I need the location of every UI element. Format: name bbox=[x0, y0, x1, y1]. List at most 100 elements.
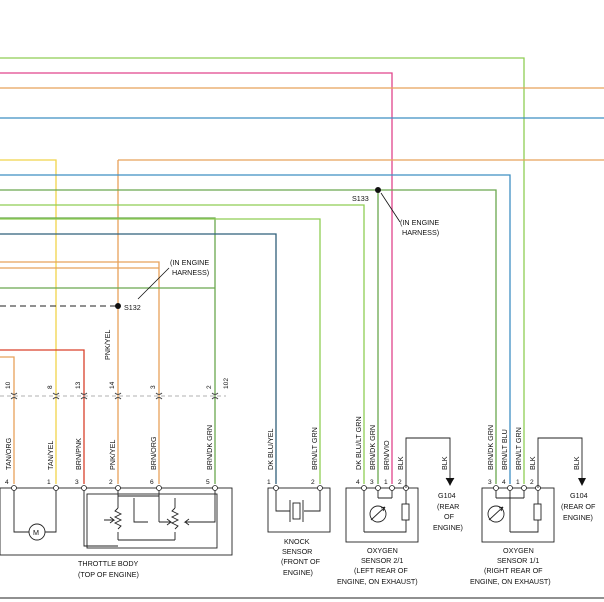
o2-21-location-1: (LEFT REAR OF bbox=[354, 566, 408, 575]
harness-note-2a: (IN ENGINE bbox=[400, 218, 439, 227]
o2-21-name-1: OXYGEN bbox=[367, 546, 398, 555]
ground-1-loc-1: (REAR bbox=[437, 502, 459, 511]
throttle-pin-4: 4 bbox=[5, 479, 9, 486]
ground-1-wire-blk: BLK bbox=[440, 456, 449, 470]
o2-21-wire-dk-blu-lt-grn: DK BLU/LT GRN bbox=[354, 416, 363, 470]
wire-pink bbox=[0, 72, 393, 484]
o2-21-pin-1: 1 bbox=[384, 479, 388, 486]
pin-13: 13 bbox=[75, 381, 82, 389]
harness-note-2b: HARNESS) bbox=[402, 228, 439, 237]
harness-note-1b: HARNESS) bbox=[172, 268, 209, 277]
throttle-wire-pnk-yel: PNK/YEL bbox=[108, 440, 117, 470]
harness-leader-1 bbox=[137, 267, 170, 300]
wire-yellow bbox=[0, 159, 57, 484]
oxygen-sensor-21-component bbox=[345, 437, 455, 543]
oxygen-sensor-11-component bbox=[481, 437, 586, 543]
wires bbox=[0, 57, 604, 484]
pin-14: 14 bbox=[109, 381, 116, 389]
o2-11-wire-brn-dk-grn: BRN/DK GRN bbox=[486, 425, 495, 470]
o2-11-name-2: SENSOR 1/1 bbox=[497, 556, 539, 565]
throttle-pin-2: 2 bbox=[109, 479, 113, 486]
o2-heater-21-icon bbox=[401, 503, 410, 521]
throttle-body-name: THROTTLE BODY bbox=[78, 559, 139, 568]
pin-2: 2 bbox=[206, 385, 213, 389]
wire-lt-grn-top bbox=[0, 57, 525, 484]
throttle-body-location: (TOP OF ENGINE) bbox=[78, 570, 139, 579]
pin-3: 3 bbox=[150, 385, 157, 389]
potentiometer-1-icon bbox=[113, 507, 123, 530]
o2-21-wire-brn-dk-grn: BRN/DK GRN bbox=[368, 425, 377, 470]
harness-leader-2 bbox=[380, 192, 401, 223]
o2-11-wire-blk: BLK bbox=[528, 456, 537, 470]
wire-lt-grn-knock bbox=[0, 218, 321, 484]
o2-11-pin-1: 1 bbox=[516, 479, 520, 486]
wire-dk-blu bbox=[0, 233, 277, 484]
throttle-wire-tan-yel: TAN/YEL bbox=[46, 441, 55, 470]
o2-sensor-11-element-icon bbox=[487, 505, 505, 523]
o2-11-name-1: OXYGEN bbox=[503, 546, 534, 555]
o2-11-wire-brn-lt-grn: BRN/LT GRN bbox=[514, 427, 523, 470]
pin-10: 10 bbox=[5, 381, 12, 389]
wire-label-pnk-yel-upper: PNK/YEL bbox=[103, 330, 112, 360]
throttle-wire-brn-pnk: BRN/PNK bbox=[74, 438, 83, 470]
throttle-pin-6: 6 bbox=[150, 479, 154, 486]
connector-break-marks bbox=[10, 392, 219, 400]
o2-11-pin-4: 4 bbox=[502, 479, 506, 486]
knock-sensor-name-2: SENSOR bbox=[282, 547, 312, 556]
o2-21-pin-2: 2 bbox=[398, 479, 402, 486]
wire-blue-mid bbox=[0, 174, 511, 484]
o2-21-name-2: SENSOR 2/1 bbox=[361, 556, 403, 565]
splice-s132-dot bbox=[115, 303, 121, 309]
wire-red bbox=[0, 349, 85, 484]
knock-pin-1: 1 bbox=[267, 479, 271, 486]
wire-orange-tan bbox=[0, 356, 15, 484]
o2-21-wire-blk: BLK bbox=[396, 456, 405, 470]
throttle-body-component: M bbox=[0, 485, 233, 556]
ground-1-loc-3: ENGINE) bbox=[433, 523, 463, 532]
throttle-pin-1: 1 bbox=[47, 479, 51, 486]
throttle-pin-circles bbox=[11, 485, 218, 491]
throttle-pin-3: 3 bbox=[75, 479, 79, 486]
throttle-wire-brn-org: BRN/ORG bbox=[149, 436, 158, 470]
pin-8: 8 bbox=[47, 385, 54, 389]
knock-wire-dk-blu-yel: DK BLU/YEL bbox=[266, 428, 275, 470]
ground-2-loc-2: ENGINE) bbox=[563, 513, 593, 522]
o2-21-pin-3: 3 bbox=[370, 479, 374, 486]
ground-2-name: G104 bbox=[570, 491, 588, 500]
knock-sensor-location-2: ENGINE) bbox=[283, 568, 313, 577]
knock-sensor-name-1: KNOCK bbox=[284, 537, 310, 546]
o2-21-pin-4: 4 bbox=[356, 479, 360, 486]
wire-lt-grn-mid bbox=[0, 204, 365, 484]
o2-11-pin-2: 2 bbox=[530, 479, 534, 486]
throttle-wire-tan-org: TAN/ORG bbox=[4, 437, 13, 470]
o2-sensor-21-element-icon bbox=[369, 505, 387, 523]
knock-sensor-location-1: (FRONT OF bbox=[281, 557, 321, 566]
ground-1-loc-2: OF bbox=[444, 512, 455, 521]
throttle-pin-5: 5 bbox=[206, 479, 210, 486]
ground-2-symbol bbox=[578, 478, 586, 486]
potentiometer-2-icon bbox=[170, 507, 180, 530]
o2-11-location-2: ENGINE, ON EXHAUST) bbox=[470, 577, 551, 586]
o2-11-wire-brn-lt-blu: BRN/LT BLU bbox=[500, 429, 509, 470]
wire-orange-brn-org bbox=[0, 261, 160, 484]
o2-heater-11-icon bbox=[533, 503, 542, 521]
splice-s133-dot bbox=[375, 187, 381, 193]
o2-11-location-1: (RIGHT REAR OF bbox=[484, 566, 543, 575]
ground-2-loc-1: (REAR OF bbox=[561, 502, 596, 511]
knock-pin-2: 2 bbox=[311, 479, 315, 486]
o2-11-pin-3: 3 bbox=[488, 479, 492, 486]
ground-2-wire-blk: BLK bbox=[572, 456, 581, 470]
o2-21-wire-brn-vio: BRN/VIO bbox=[382, 440, 391, 470]
knock-wire-brn-lt-grn: BRN/LT GRN bbox=[310, 427, 319, 470]
ground-1-name: G104 bbox=[438, 491, 456, 500]
o2-21-location-2: ENGINE, ON EXHAUST) bbox=[337, 577, 418, 586]
harness-note-1a: (IN ENGINE bbox=[170, 258, 209, 267]
throttle-wire-brn-dk-grn: BRN/DK GRN bbox=[205, 425, 214, 470]
knock-crystal-icon bbox=[292, 502, 301, 520]
knock-sensor-component bbox=[267, 485, 331, 533]
wire-green-s133 bbox=[0, 189, 497, 484]
splice-s133-label: S133 bbox=[352, 194, 369, 203]
pin-102: 102 bbox=[223, 378, 230, 389]
wire-green-throttle bbox=[0, 217, 216, 484]
